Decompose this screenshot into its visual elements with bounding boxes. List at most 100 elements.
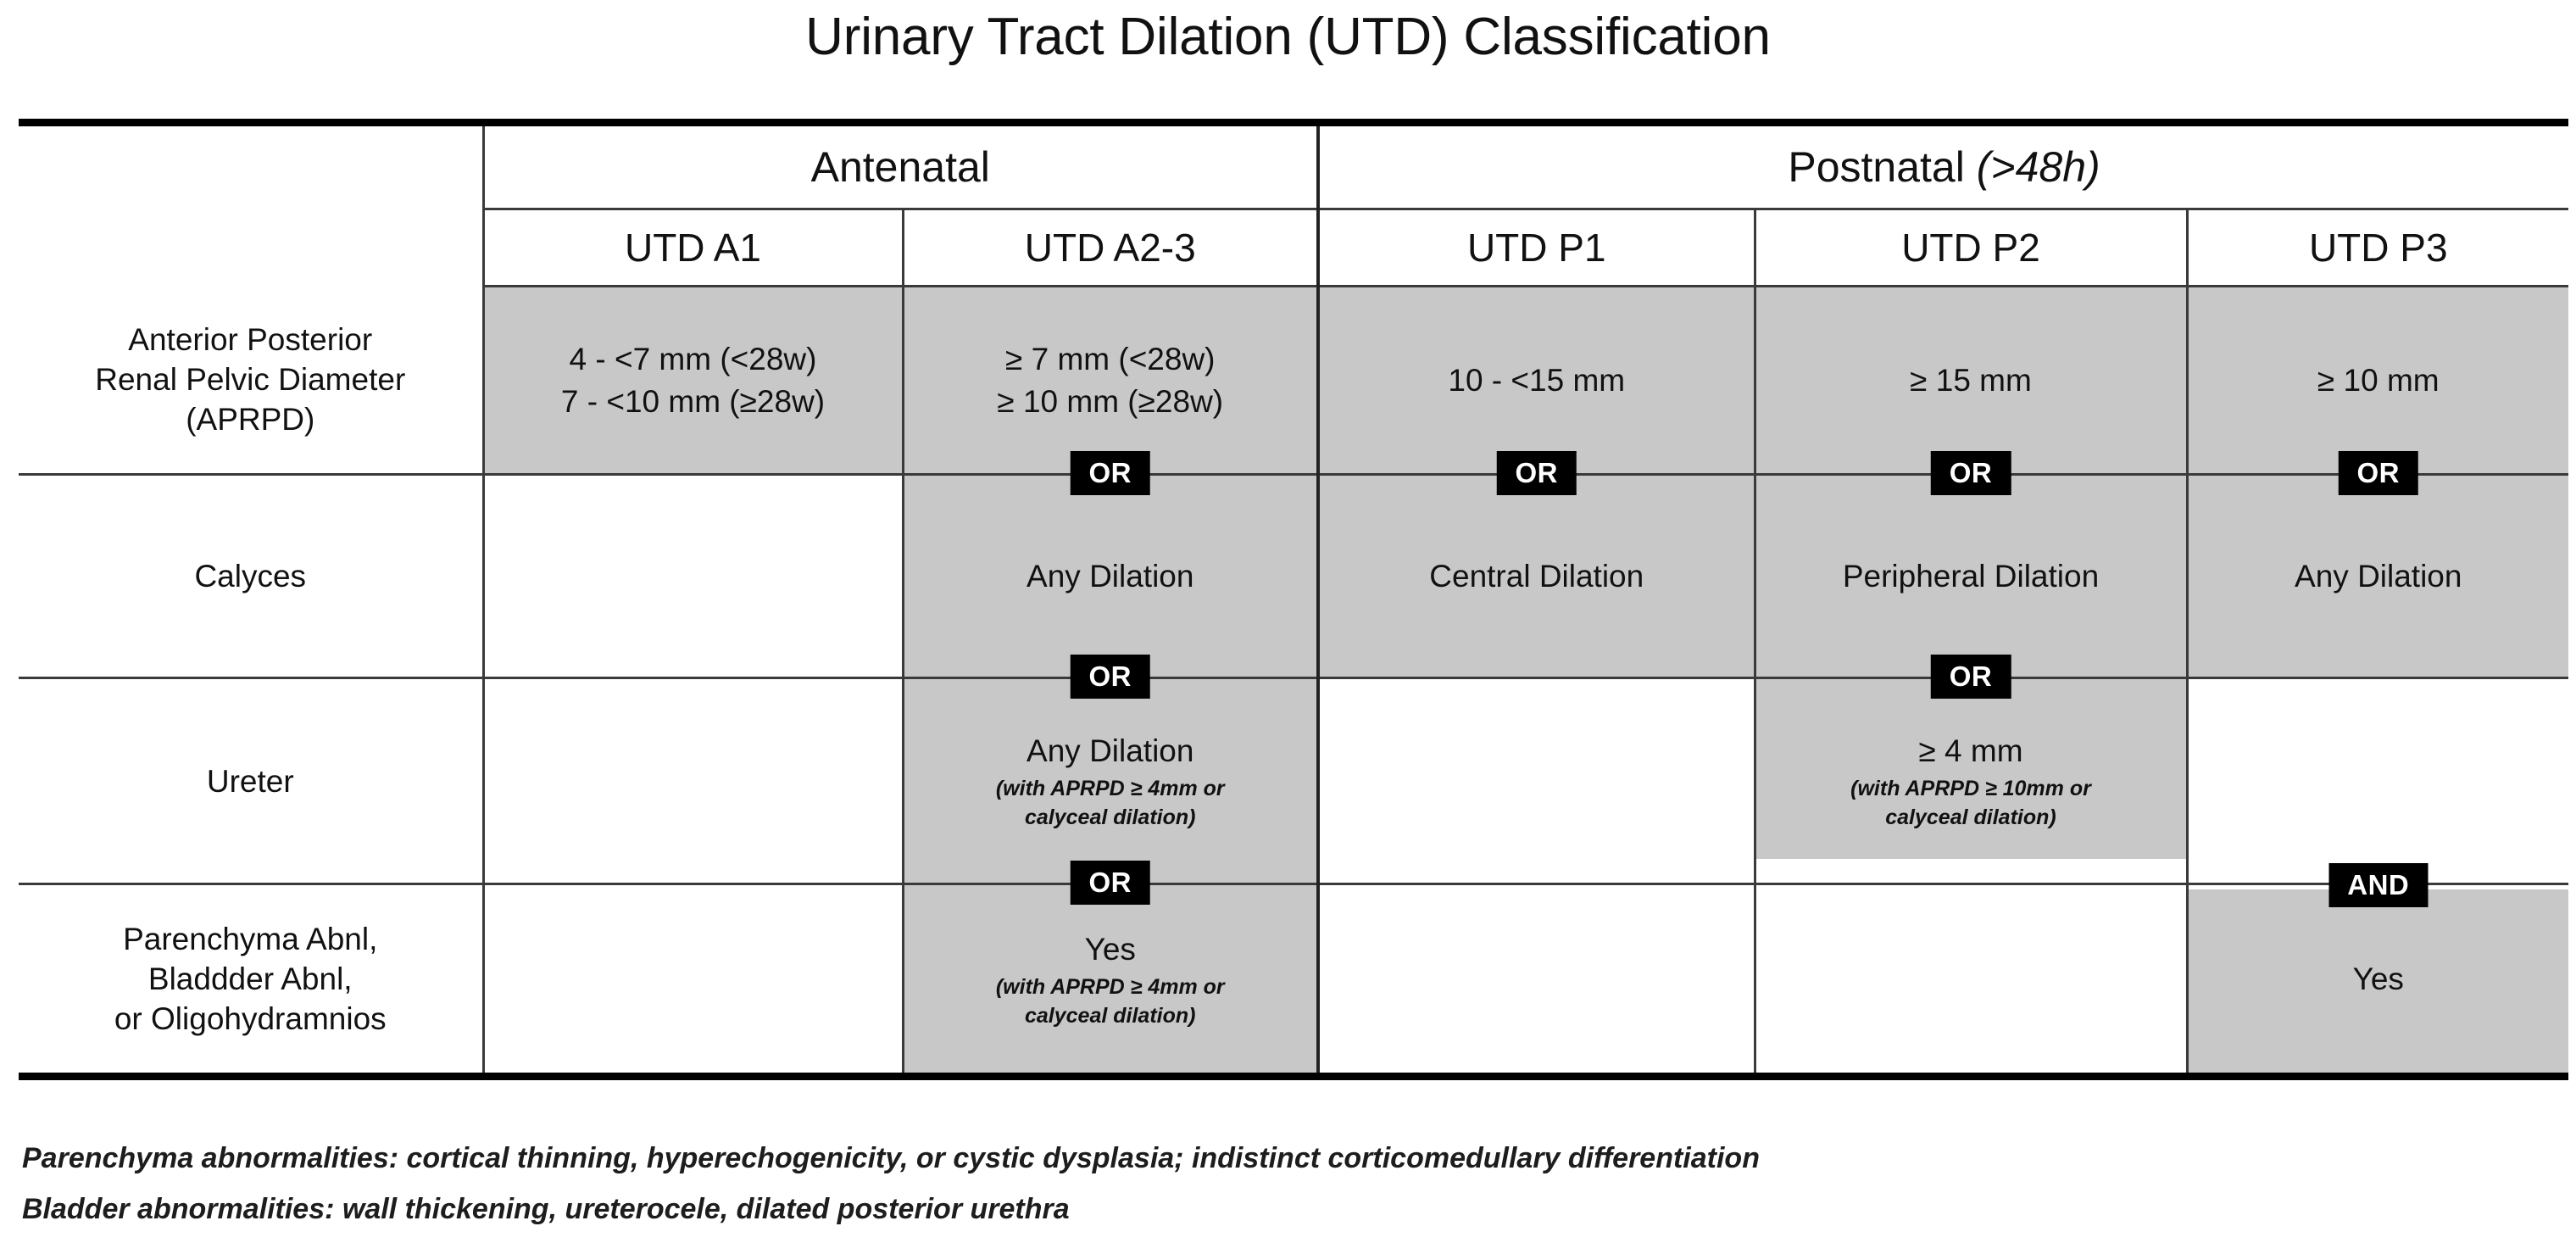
row-label-line: Anterior Posterior bbox=[128, 322, 373, 358]
cell-content: 10 - <15 mm bbox=[1320, 360, 1754, 402]
table-header: Antenatal Postnatal (>48h) UTD A1 UTD A2… bbox=[19, 119, 2569, 287]
connector-badge-or: OR bbox=[1930, 451, 2011, 495]
connector-badge-or: OR bbox=[1070, 655, 1150, 699]
cell-ureter-p2: ≥ 4 mm (with APRPD ≥ 10mm or calyceal dila… bbox=[1753, 677, 2187, 885]
cell-content: Central Dilation bbox=[1320, 555, 1754, 598]
cell-value: Any Dilation bbox=[1027, 733, 1194, 768]
header-column-a1: UTD A1 bbox=[481, 209, 903, 287]
cell-aprpd-p1: 10 - <15 mm OR bbox=[1316, 286, 1755, 495]
cell-ureter-p3 bbox=[2185, 677, 2569, 885]
cell-qualifier-line: (with APRPD ≥ 10mm or bbox=[1850, 777, 2091, 800]
header-column-a1-label: UTD A1 bbox=[624, 226, 762, 270]
row-label-line: (APRPD) bbox=[186, 402, 315, 438]
cell-calyces-p3: Any Dilation bbox=[2185, 474, 2569, 679]
header-group-postnatal: Postnatal (>48h) bbox=[1316, 119, 2569, 210]
header-column-row: UTD A1 UTD A2-3 UTD P1 UTD P2 UTD P3 bbox=[19, 209, 2569, 287]
cell-qualifier-line: (with APRPD ≥ 4mm or bbox=[995, 777, 1225, 800]
row-label-parenchyma: Parenchyma Abnl, Bladdder Abnl, or Oligohy… bbox=[19, 883, 483, 1080]
header-column-p1-label: UTD P1 bbox=[1466, 226, 1606, 270]
cell-value: 4 - <7 mm (<28w) bbox=[569, 341, 817, 376]
row-label-line: Ureter bbox=[206, 763, 294, 799]
row-label-ureter: Ureter bbox=[19, 677, 483, 885]
cell-content: ≥ 15 mm bbox=[1756, 360, 2186, 402]
header-column-a23: UTD A2-3 bbox=[901, 209, 1318, 287]
cell-qualifier-note: (with APRPD ≥ 4mm or calyceal dilation) bbox=[996, 973, 1225, 1030]
cell-value: ≥ 7 mm (<28w) bbox=[1005, 341, 1216, 376]
connector-badge-or: OR bbox=[1930, 655, 2011, 699]
cell-parenchyma-a1 bbox=[481, 883, 903, 1080]
cell-ureter-a23: Any Dilation (with APRPD ≥ 4mm or calyceal… bbox=[901, 677, 1318, 905]
connector-badge-or: OR bbox=[1070, 451, 1150, 495]
cell-parenchyma-p1 bbox=[1316, 883, 1755, 1080]
header-group-row: Antenatal Postnatal (>48h) bbox=[19, 119, 2569, 210]
cell-content: Any Dilation bbox=[904, 555, 1317, 598]
cell-content: 4 - <7 mm (<28w) 7 - <10 mm (≥28w) bbox=[485, 338, 902, 423]
cell-value: Any Dilation bbox=[2295, 558, 2462, 594]
cell-qualifier-line: (with APRPD ≥ 4mm or bbox=[995, 974, 1225, 999]
header-column-a23-label: UTD A2-3 bbox=[1024, 226, 1196, 270]
header-column-p3: UTD P3 bbox=[2185, 209, 2569, 287]
footnotes: Parenchyma abnormalities: cortical thinn… bbox=[22, 1133, 2565, 1235]
cell-content: Peripheral Dilation bbox=[1756, 555, 2186, 598]
cell-qualifier-line: calyceal dilation) bbox=[1025, 805, 1196, 829]
row-label-line: or Oligohydramnios bbox=[114, 1001, 387, 1036]
row-label-line: Bladdder Abnl, bbox=[147, 962, 353, 996]
cell-value: ≥ 4 mm bbox=[1918, 733, 2023, 768]
connector-badge-and: AND bbox=[2328, 863, 2429, 907]
cell-value: ≥ 15 mm bbox=[1910, 362, 2032, 398]
cell-value: 7 - <10 mm (≥28w) bbox=[560, 383, 826, 419]
cell-shading bbox=[2188, 889, 2569, 1073]
cell-content: Yes bbox=[2189, 958, 2569, 1001]
footnote-bladder: Bladder abnormalities: wall thickening, … bbox=[22, 1193, 1070, 1225]
cell-value: Central Dilation bbox=[1429, 558, 1644, 594]
cell-qualifier-line: calyceal dilation) bbox=[1885, 805, 2056, 829]
cell-content: Any Dilation bbox=[2189, 555, 2569, 598]
cell-calyces-a1 bbox=[481, 474, 903, 679]
cell-aprpd-p2: ≥ 15 mm OR bbox=[1753, 286, 2187, 495]
table-row: Ureter Any Dilation (with APRPD ≥ 4mm or ca… bbox=[19, 677, 2569, 905]
header-column-p1: UTD P1 bbox=[1316, 209, 1755, 287]
row-label-line: Parenchyma Abnl, bbox=[123, 922, 378, 956]
connector-badge-or: OR bbox=[2338, 451, 2418, 495]
cell-shading bbox=[1755, 679, 2186, 859]
cell-content: Any Dilation (with APRPD ≥ 4mm or calyceal… bbox=[904, 730, 1317, 832]
cell-content: ≥ 10 mm bbox=[2189, 360, 2569, 402]
cell-parenchyma-p3: Yes AND bbox=[2185, 863, 2569, 1080]
page-title: Urinary Tract Dilation (UTD) Classificat… bbox=[805, 8, 1771, 66]
footnote-parenchyma: Parenchyma abnormalities: cortical thinn… bbox=[22, 1142, 1760, 1174]
header-column-p2-label: UTD P2 bbox=[1901, 226, 2040, 270]
cell-qualifier-line: calyceal dilation) bbox=[1025, 1003, 1196, 1028]
utd-table-container: Antenatal Postnatal (>48h) UTD A1 UTD A2… bbox=[19, 119, 2569, 1123]
row-label-line: Calyces bbox=[194, 559, 307, 594]
cell-content: ≥ 7 mm (<28w) ≥ 10 mm (≥28w) bbox=[904, 338, 1317, 423]
cell-aprpd-p3: ≥ 10 mm OR bbox=[2185, 286, 2569, 495]
cell-value: ≥ 10 mm (≥28w) bbox=[997, 383, 1224, 419]
cell-aprpd-a1: 4 - <7 mm (<28w) 7 - <10 mm (≥28w) bbox=[481, 286, 903, 476]
row-label-calyces: Calyces bbox=[19, 474, 483, 679]
cell-value: Any Dilation bbox=[1027, 558, 1194, 594]
connector-badge-or: OR bbox=[1070, 861, 1150, 905]
connector-badge-or: OR bbox=[1496, 451, 1577, 495]
header-corner-spacer bbox=[19, 119, 483, 209]
cell-aprpd-a23: ≥ 7 mm (<28w) ≥ 10 mm (≥28w) OR bbox=[901, 286, 1318, 495]
cell-qualifier-note: (with APRPD ≥ 10mm or calyceal dilation) bbox=[1850, 774, 2091, 832]
header-group-antenatal-label: Antenatal bbox=[810, 143, 990, 191]
row-label-line: Renal Pelvic Diameter bbox=[95, 362, 406, 398]
utd-classification-table: Antenatal Postnatal (>48h) UTD A1 UTD A2… bbox=[19, 119, 2569, 1080]
cell-calyces-p1: Central Dilation bbox=[1316, 474, 1755, 679]
header-group-postnatal-suffix: (>48h) bbox=[1976, 143, 2100, 191]
cell-value: Peripheral Dilation bbox=[1842, 558, 2100, 594]
cell-content: ≥ 4 mm (with APRPD ≥ 10mm or calyceal dila… bbox=[1756, 730, 2186, 832]
table-row: Parenchyma Abnl, Bladdder Abnl, or Oligohy… bbox=[19, 863, 2569, 1080]
header-group-postnatal-label: Postnatal bbox=[1788, 143, 1965, 191]
cell-ureter-a1 bbox=[481, 677, 903, 885]
header-rowlabel-spacer bbox=[19, 209, 483, 287]
